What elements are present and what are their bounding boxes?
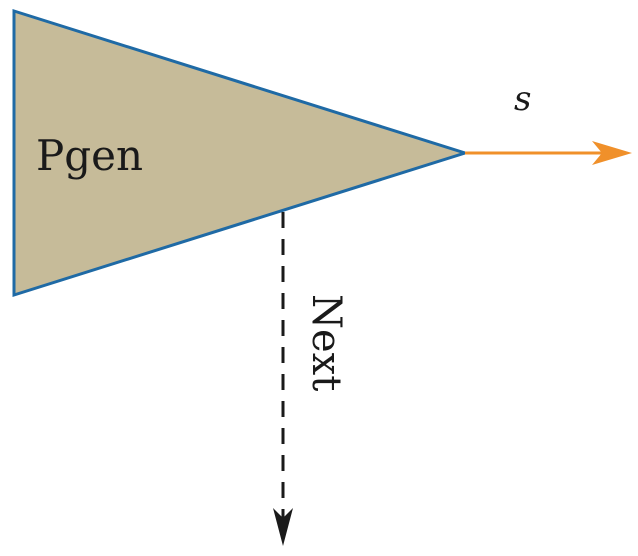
generator-triangle [12,8,470,298]
generator-label: Pgen [36,131,143,180]
output-arrowhead-icon [592,141,632,165]
next-label: Next [303,294,349,391]
output-label: s [514,79,531,119]
next-arrowhead-icon [273,508,293,546]
